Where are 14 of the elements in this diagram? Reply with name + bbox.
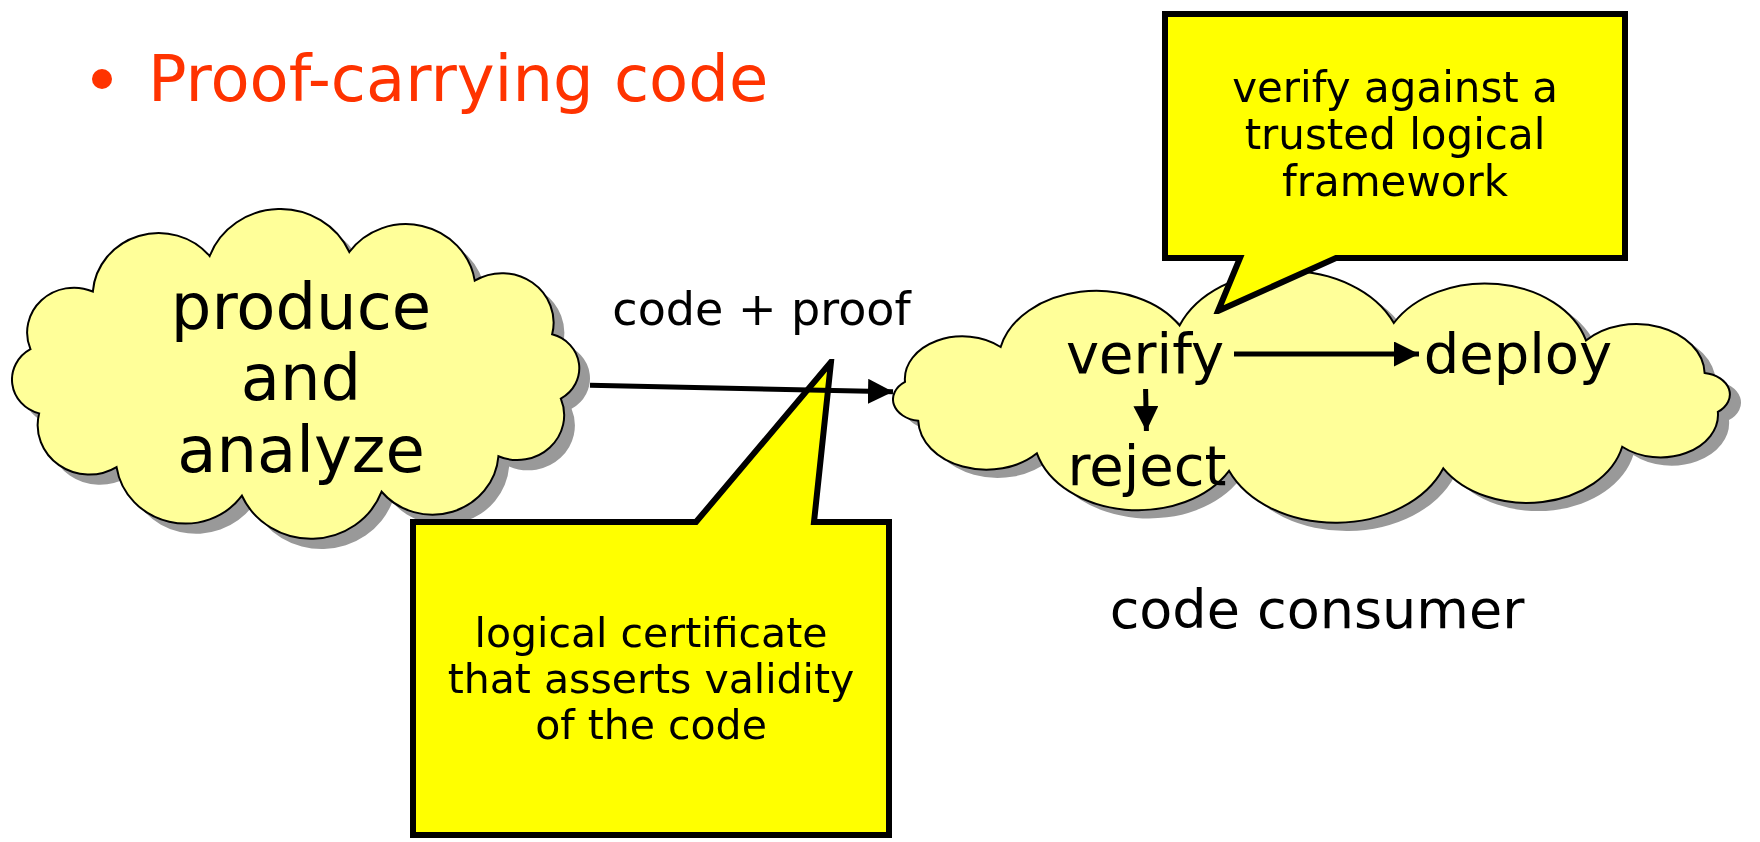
- arrow: [1133, 388, 1159, 432]
- callout-bubble: [1162, 11, 1628, 314]
- callout-text: verify against a trusted logical framework: [1231, 64, 1559, 206]
- caption-text: code consumer: [1109, 580, 1525, 641]
- cloud-label: produce and analyze: [169, 271, 433, 487]
- step-label: deploy: [1422, 322, 1614, 386]
- cloud-shape: [11, 208, 591, 550]
- arrow: [589, 378, 894, 404]
- edge-label: code + proof: [612, 283, 911, 336]
- step-label: reject: [1066, 434, 1228, 498]
- slide-title: Proof-carrying code: [148, 42, 769, 116]
- callout-text: logical certificate that asserts validity of the code: [446, 611, 856, 749]
- step-label: verify: [1064, 322, 1225, 386]
- arrow: [1234, 341, 1419, 367]
